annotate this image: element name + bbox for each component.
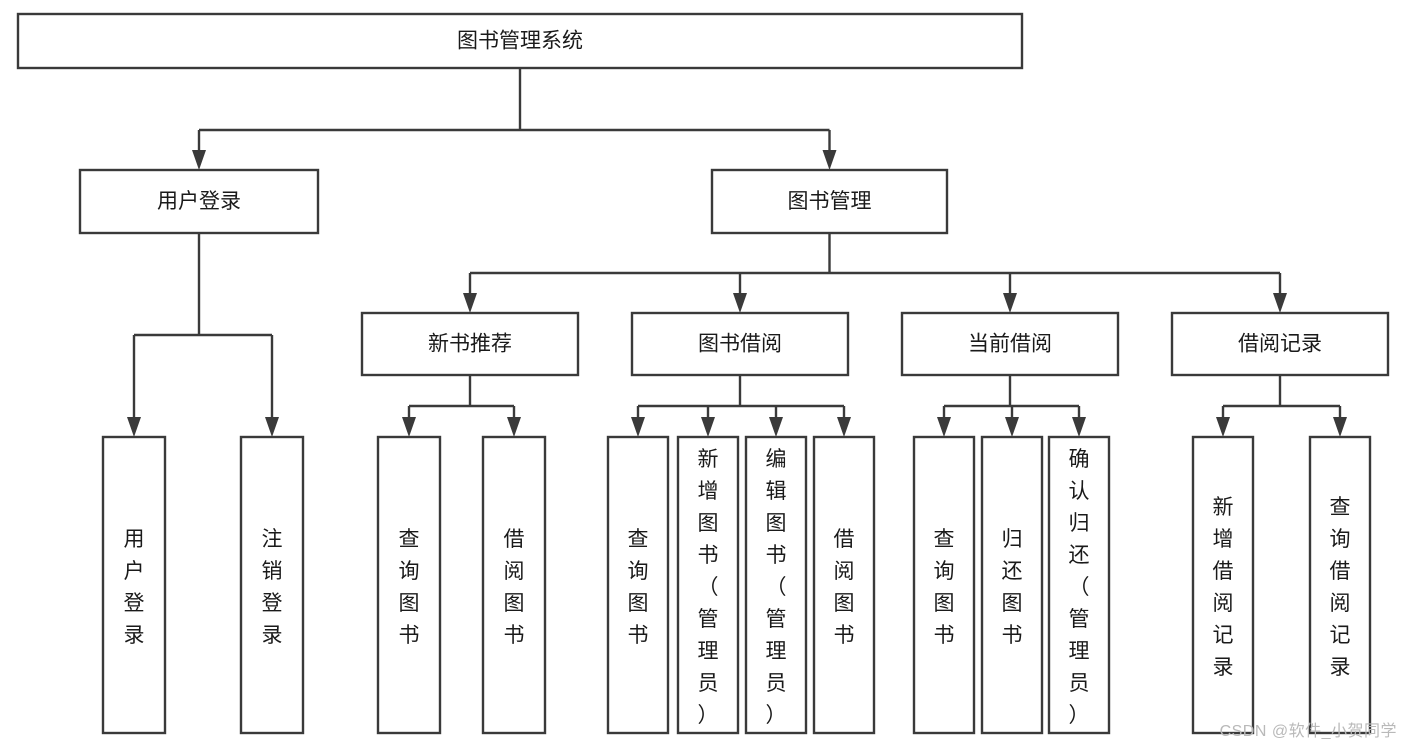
node-label: 图书管理: [788, 190, 872, 213]
node-box[interactable]: [1308, 435, 1372, 735]
node-label: 当前借阅: [968, 333, 1052, 356]
node-box[interactable]: [376, 435, 442, 735]
node-box-layer: 图书管理系统用户登录图书管理新书推荐图书借阅当前借阅借阅记录用户登录注销登录查询…: [16, 12, 1390, 735]
node-leaf-bb-query[interactable]: 查询图书: [606, 435, 670, 735]
node-label: 查询借阅记录: [1330, 496, 1351, 679]
node-leaf-cb-query[interactable]: 查询图书: [912, 435, 976, 735]
node-user-login[interactable]: 用户登录: [78, 168, 320, 235]
node-label: 借阅图书: [504, 528, 525, 647]
node-leaf-rec-borrow[interactable]: 借阅图书: [481, 435, 547, 735]
node-label: 查询图书: [399, 528, 420, 647]
node-box[interactable]: [812, 435, 876, 735]
node-leaf-user-login[interactable]: 用户登录: [101, 435, 167, 735]
node-label: 新增图书（管理员）: [698, 448, 719, 727]
node-leaf-cb-return[interactable]: 归还图书: [980, 435, 1044, 735]
node-box[interactable]: [78, 168, 320, 235]
node-box[interactable]: [744, 435, 808, 735]
node-label: 用户登录: [157, 190, 241, 213]
node-leaf-br-query[interactable]: 查询借阅记录: [1308, 435, 1372, 735]
node-label: 确认归还（管理员）: [1069, 448, 1090, 727]
node-box[interactable]: [101, 435, 167, 735]
node-label: 注销登录: [262, 528, 283, 647]
node-leaf-logout[interactable]: 注销登录: [239, 435, 305, 735]
node-leaf-bb-edit[interactable]: 编辑图书（管理员）: [744, 435, 808, 735]
node-leaf-bb-borrow[interactable]: 借阅图书: [812, 435, 876, 735]
node-leaf-rec-query[interactable]: 查询图书: [376, 435, 442, 735]
node-borrow-record[interactable]: 借阅记录: [1170, 311, 1390, 377]
node-box[interactable]: [481, 435, 547, 735]
csdn-watermark: CSDN @软件_小贺同学: [1219, 723, 1397, 740]
node-box[interactable]: [676, 435, 740, 735]
node-label: 借阅图书: [834, 528, 855, 647]
node-leaf-br-add[interactable]: 新增借阅记录: [1191, 435, 1255, 735]
node-label: 图书管理系统: [457, 30, 583, 53]
node-label: 查询图书: [628, 528, 649, 647]
node-label: 借阅记录: [1238, 333, 1322, 356]
node-label: 用户登录: [124, 528, 145, 647]
node-box[interactable]: [606, 435, 670, 735]
node-box[interactable]: [1047, 435, 1111, 735]
node-root[interactable]: 图书管理系统: [16, 12, 1024, 70]
node-box[interactable]: [630, 311, 850, 377]
node-label: 编辑图书（管理员）: [766, 448, 787, 727]
node-label: 查询图书: [934, 528, 955, 647]
node-box[interactable]: [360, 311, 580, 377]
node-label: 归还图书: [1002, 528, 1023, 647]
connector-layer: [127, 68, 1347, 437]
node-book-manage[interactable]: 图书管理: [710, 168, 949, 235]
node-box[interactable]: [16, 12, 1024, 70]
node-book-borrow[interactable]: 图书借阅: [630, 311, 850, 377]
node-leaf-bb-add[interactable]: 新增图书（管理员）: [676, 435, 740, 735]
node-box[interactable]: [710, 168, 949, 235]
node-box[interactable]: [980, 435, 1044, 735]
node-label: 新书推荐: [428, 333, 512, 356]
node-current-borrow[interactable]: 当前借阅: [900, 311, 1120, 377]
node-label: 图书借阅: [698, 333, 782, 356]
node-box[interactable]: [1170, 311, 1390, 377]
node-box[interactable]: [1191, 435, 1255, 735]
node-label: 新增借阅记录: [1213, 496, 1234, 679]
node-box[interactable]: [239, 435, 305, 735]
node-new-book-rec[interactable]: 新书推荐: [360, 311, 580, 377]
node-box[interactable]: [912, 435, 976, 735]
node-box[interactable]: [900, 311, 1120, 377]
node-leaf-cb-confirm[interactable]: 确认归还（管理员）: [1047, 435, 1111, 735]
